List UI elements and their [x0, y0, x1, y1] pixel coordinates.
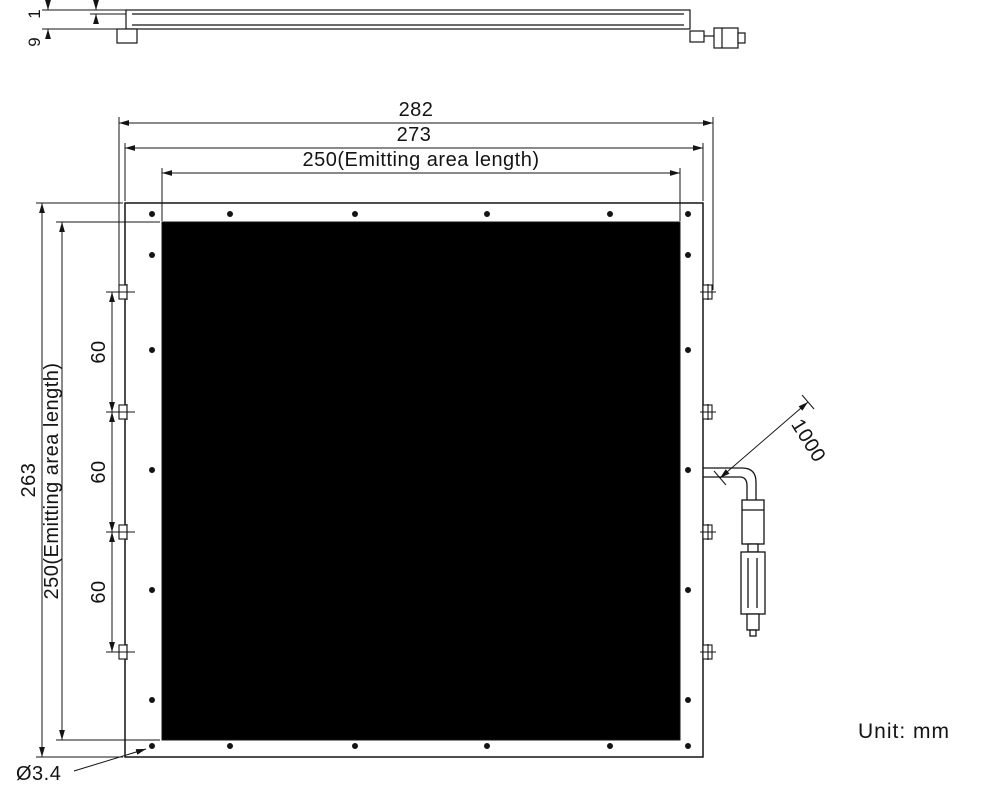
dim-hole-diameter-label: Ø3.4: [16, 763, 61, 785]
profile-bar: [125, 9, 691, 30]
dimension-face-thickness: [42, 0, 126, 24]
dimension-outer-height: [36, 202, 123, 758]
dimension-hole-pitch: [106, 291, 131, 653]
dim-pitch-a-label: 60: [88, 340, 110, 363]
dim-panel-thickness-label: 9: [25, 37, 44, 46]
screw-holes: [149, 211, 691, 749]
cable-assembly: [703, 467, 766, 637]
dim-outer-width-label: 282: [399, 99, 434, 121]
dimension-cable-length: [713, 394, 815, 486]
dim-frame-width-label: 273: [397, 124, 432, 146]
dim-cable-length-label: 1000: [786, 415, 829, 466]
dimension-emitting-height: [56, 221, 160, 741]
dimension-frame-width: [124, 143, 704, 201]
dim-emitting-height-label: 250(Emitting area length): [41, 362, 63, 599]
dim-face-thickness-label: 1: [25, 9, 44, 18]
dim-pitch-b-label: 60: [88, 460, 110, 483]
dimension-emitting-width: [161, 168, 681, 221]
callout-hole-diameter: [73, 748, 147, 772]
cable-plug: [740, 551, 766, 615]
dim-outer-height-label: 263: [18, 463, 40, 498]
dim-emitting-width-label: 250(Emitting area length): [302, 149, 539, 171]
profile-connector: [689, 27, 746, 49]
unit-note: Unit: mm: [858, 720, 950, 743]
side-profile-view: [116, 9, 746, 49]
dim-pitch-c-label: 60: [88, 580, 110, 603]
profile-left-lip: [116, 28, 138, 44]
front-view: [118, 202, 716, 758]
emitting-area: [161, 221, 681, 741]
dimension-panel-thickness: [42, 0, 117, 39]
